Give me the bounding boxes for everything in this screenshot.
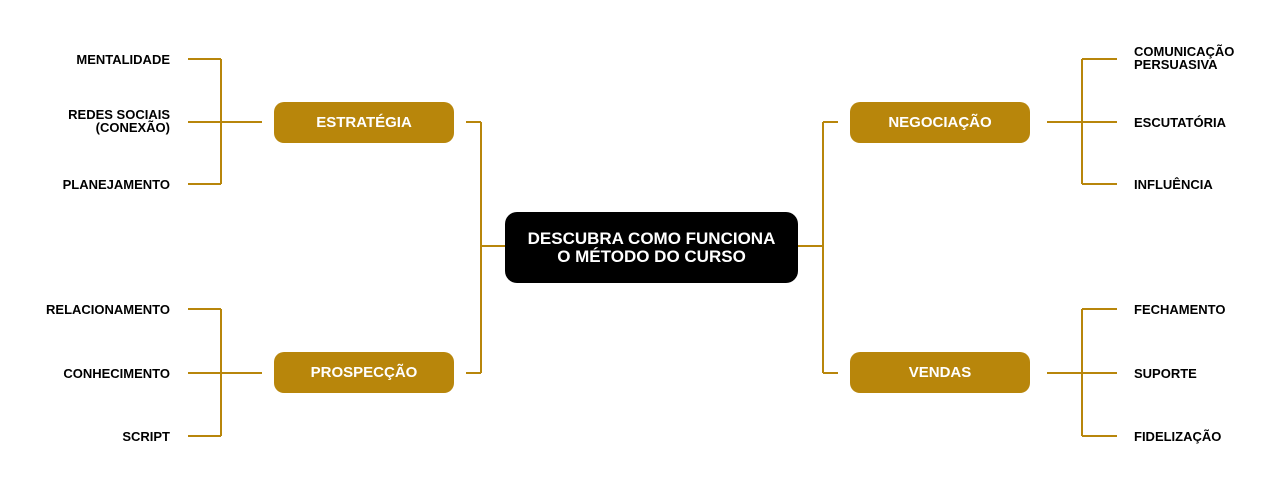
leaf-label: FIDELIZAÇÃO: [1134, 429, 1222, 444]
leaf-script: SCRIPT: [122, 430, 170, 443]
leaf-escutatoria: ESCUTATÓRIA: [1134, 116, 1226, 129]
category-label: ESTRATÉGIA: [316, 114, 412, 131]
category-prospeccao: PROSPECÇÃO: [274, 352, 454, 393]
category-label: PROSPECÇÃO: [310, 364, 418, 381]
leaf-influencia: INFLUÊNCIA: [1134, 178, 1213, 191]
leaf-planejamento: PLANEJAMENTO: [63, 178, 170, 191]
category-label: VENDAS: [908, 364, 972, 381]
leaf-label: SCRIPT: [122, 429, 170, 444]
leaf-comunicacao-persuasiva: COMUNICAÇÃO PERSUASIVA: [1134, 45, 1234, 71]
leaf-relacionamento: RELACIONAMENTO: [46, 303, 170, 316]
category-vendas: VENDAS: [850, 352, 1030, 393]
leaf-redes-sociais: REDES SOCIAIS (CONEXÃO): [68, 108, 170, 134]
leaf-fidelizacao: FIDELIZAÇÃO: [1134, 430, 1221, 443]
leaf-fechamento: FECHAMENTO: [1134, 303, 1225, 316]
leaf-label-line-2: PERSUASIVA: [1134, 57, 1218, 72]
leaf-label: ESCUTATÓRIA: [1134, 115, 1226, 130]
leaf-mentalidade: MENTALIDADE: [76, 53, 170, 66]
center-node: DESCUBRA COMO FUNCIONA O MÉTODO DO CURSO: [505, 212, 798, 283]
leaf-label-line-1: REDES SOCIAIS: [68, 107, 170, 122]
category-negociacao: NEGOCIAÇÃO: [850, 102, 1030, 143]
leaf-label: PLANEJAMENTO: [62, 177, 170, 192]
leaf-label: FECHAMENTO: [1134, 302, 1226, 317]
leaf-label: INFLUÊNCIA: [1134, 177, 1213, 192]
leaf-label-line-1: COMUNICAÇÃO: [1134, 44, 1235, 59]
leaf-suporte: SUPORTE: [1134, 367, 1197, 380]
category-estrategia: ESTRATÉGIA: [274, 102, 454, 143]
category-label: NEGOCIAÇÃO: [888, 114, 992, 131]
leaf-label: MENTALIDADE: [76, 52, 170, 67]
leaf-label-line-2: (CONEXÃO): [95, 120, 170, 135]
leaf-label: RELACIONAMENTO: [46, 302, 170, 317]
leaf-label: SUPORTE: [1134, 366, 1197, 381]
center-line-1: DESCUBRA COMO FUNCIONA: [527, 228, 776, 248]
leaf-conhecimento: CONHECIMENTO: [63, 367, 170, 380]
leaf-label: CONHECIMENTO: [63, 366, 170, 381]
center-line-2: O MÉTODO DO CURSO: [557, 246, 746, 266]
